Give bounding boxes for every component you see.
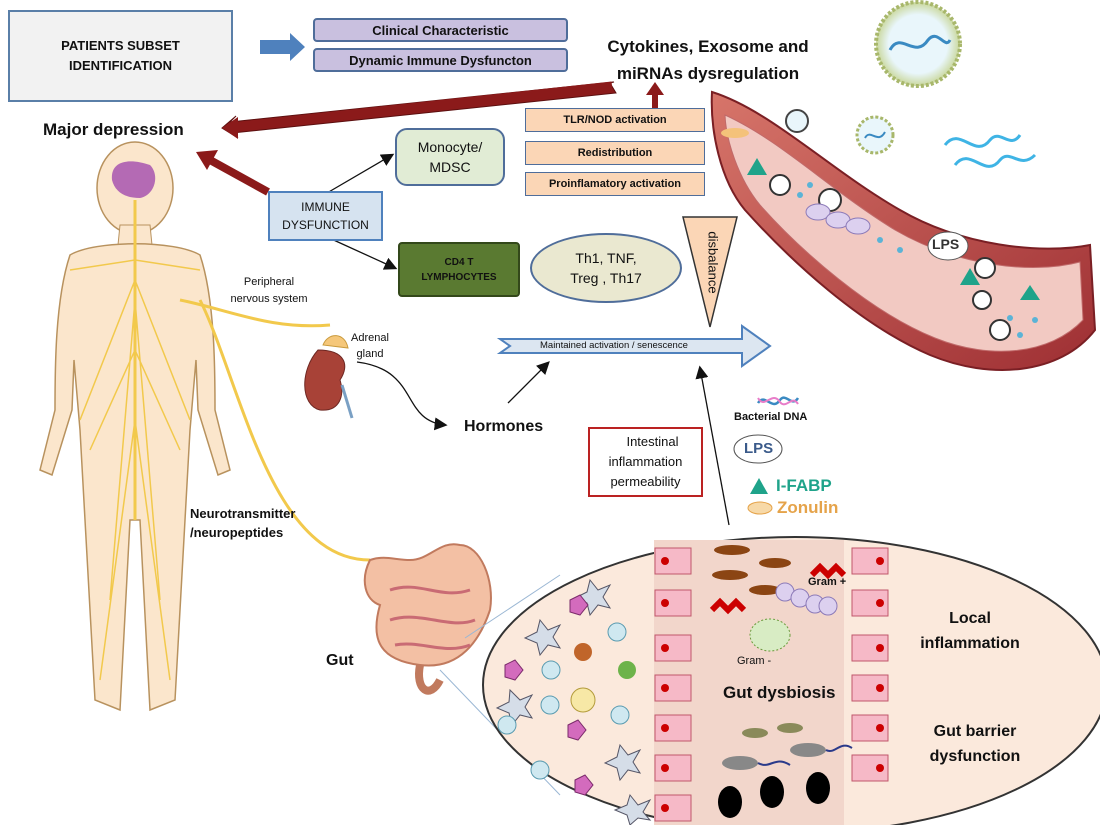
- patients-subset-box: PATIENTS SUBSET IDENTIFICATION: [8, 10, 233, 102]
- adrenal-line2: gland: [356, 348, 384, 360]
- cytokines-line1: Cytokines, Exosome and: [607, 37, 809, 56]
- tlr-nod-label: TLR/NOD activation: [563, 114, 667, 126]
- proinflammatory-label: Proinflamatory activation: [548, 178, 682, 190]
- immune-to-depression-arrow: [196, 150, 218, 170]
- intestinal-line1: Intestinal: [626, 434, 679, 449]
- neurotransmitter-line2: /neuropeptides: [190, 525, 284, 540]
- clinical-characteristic-box: Clinical Characteristic: [313, 18, 568, 42]
- lps-icon: [733, 434, 783, 464]
- patients-subset-line2: IDENTIFICATION: [68, 58, 173, 73]
- bacterial-dna-icon: [756, 396, 800, 406]
- gut-barrier-line2: dysfunction: [929, 748, 1021, 765]
- disbalance-label: disbalance: [705, 231, 721, 294]
- gram-negative-label: Gram -: [737, 655, 772, 667]
- gut-oval: [482, 536, 1100, 825]
- neurotransmitter-label: Neurotransmitter /neuropeptides: [190, 503, 330, 543]
- mirna-strands: [943, 134, 1037, 168]
- exosome-medium: [855, 115, 895, 155]
- major-depression-label: Major depression: [43, 120, 184, 139]
- immune-dysfunction-line2: DYSFUNCTION: [282, 218, 369, 232]
- zonulin-label: Zonulin: [777, 498, 839, 517]
- cd4-lymphocytes-box: CD4 T LYMPHOCYTES: [398, 242, 520, 297]
- gut-barrier-label: Gut barrier dysfunction: [905, 718, 1045, 770]
- peripheral-line2: nervous system: [230, 293, 308, 305]
- th-cells-line1: Th1, TNF,: [575, 250, 637, 266]
- human-body-figure: [39, 141, 231, 712]
- th-cells-ellipse: Th1, TNF, Treg , Th17: [530, 233, 682, 303]
- intestinal-line3: permeability: [610, 474, 681, 489]
- zonulin-ellipse-icon: [747, 501, 773, 515]
- disbalance-triangle: [682, 216, 738, 328]
- dynamic-immune-label: Dynamic Immune Dysfuncton: [349, 52, 532, 68]
- clinical-characteristic-label: Clinical Characteristic: [372, 22, 509, 38]
- redistribution-label: Redistribution: [577, 147, 653, 159]
- bacterial-dna-label: Bacterial DNA: [734, 411, 808, 423]
- intestine-illustration: [363, 543, 492, 695]
- local-inflammation-line1: Local: [949, 610, 991, 627]
- cytokines-line2: miRNAs dysregulation: [616, 64, 800, 83]
- tlr-up-arrow: [646, 82, 664, 95]
- intestinal-inflammation-box: Intestinal inflammation permeability: [588, 427, 703, 497]
- neurotransmitter-line1: Neurotransmitter: [190, 506, 296, 521]
- local-inflammation-line2: inflammation: [920, 635, 1020, 652]
- immune-dysfunction-box: IMMUNE DYSFUNCTION: [268, 191, 383, 241]
- intestinal-line2: inflammation: [608, 454, 683, 469]
- lps-vessel-label: LPS: [932, 236, 960, 252]
- blood-vessel: [710, 90, 1097, 371]
- ifabp-triangle-icon: [750, 478, 768, 494]
- cd4-line1: CD4 T: [444, 256, 474, 268]
- proinflammatory-box: Proinflamatory activation: [525, 172, 705, 196]
- peripheral-nervous-label: Peripheral nervous system: [214, 272, 324, 310]
- adrenal-line1: Adrenal: [351, 332, 389, 344]
- cytokines-title: Cytokines, Exosome and miRNAs dysregulat…: [588, 32, 828, 88]
- peripheral-line1: Peripheral: [243, 276, 295, 288]
- local-inflammation-label: Local inflammation: [900, 605, 1040, 657]
- monocyte-line2: MDSC: [429, 159, 471, 175]
- gut-dysbiosis-label: Gut dysbiosis: [723, 683, 836, 702]
- maintained-activation-label: Maintained activation / senescence: [540, 340, 688, 351]
- adrenal-gland-label: Adrenal gland: [340, 328, 400, 364]
- ifabp-label: I-FABP: [776, 476, 832, 495]
- adrenal-kidney-illustration: [304, 335, 354, 419]
- exosome-large: [874, 0, 962, 88]
- gut-label: Gut: [326, 652, 354, 669]
- redistribution-box: Redistribution: [525, 141, 705, 165]
- maintained-activation-arrow: [496, 324, 772, 368]
- cd4-line2: LYMPHOCYTES: [421, 271, 497, 283]
- gut-barrier-line1: Gut barrier: [933, 723, 1017, 740]
- tlr-nod-box: TLR/NOD activation: [525, 108, 705, 132]
- patients-subset-line1: PATIENTS SUBSET: [61, 38, 180, 53]
- lps-legend-label: LPS: [744, 440, 774, 457]
- immune-dysfunction-line1: IMMUNE: [301, 200, 350, 214]
- monocyte-box: Monocyte/ MDSC: [395, 128, 505, 186]
- dynamic-immune-box: Dynamic Immune Dysfuncton: [313, 48, 568, 72]
- exosome-small: [785, 109, 809, 133]
- monocyte-line1: Monocyte/: [417, 139, 483, 155]
- gram-positive-label: Gram +: [808, 576, 847, 588]
- th-cells-line2: Treg , Th17: [570, 270, 642, 286]
- patients-arrow: [260, 33, 305, 61]
- hormones-label: Hormones: [464, 418, 544, 435]
